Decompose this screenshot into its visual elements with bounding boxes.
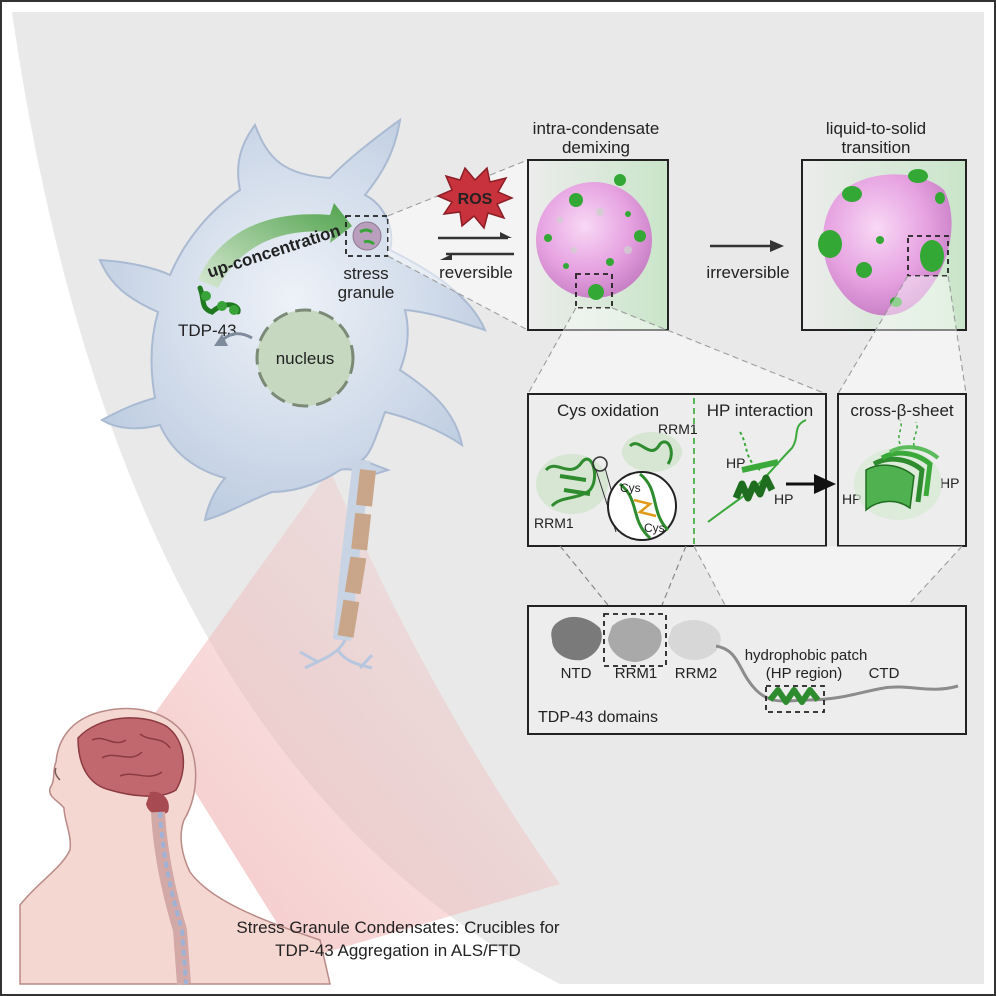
ntd-label: NTD — [561, 665, 592, 682]
domains-title: TDP-43 domains — [538, 709, 658, 726]
transition-title-2: transition — [842, 138, 911, 157]
rrm1-highlight-box — [603, 613, 667, 667]
hp-label-1: HP — [726, 455, 745, 471]
stress-granule-label-1: stress — [343, 264, 388, 283]
caption-line-2: TDP-43 Aggregation in ALS/FTD — [275, 941, 521, 960]
demixing-title-2: demixing — [562, 138, 630, 157]
arrowhead-icon — [440, 254, 452, 260]
hp-label-4: HP — [940, 475, 959, 491]
granule-tdp43-icon — [359, 228, 375, 246]
hp-label-2: HP — [774, 491, 793, 507]
cys-oxidation-title: Cys oxidation — [557, 401, 659, 420]
hp-region-box — [765, 685, 825, 713]
arrowhead-icon — [770, 240, 784, 252]
solid-green-aggregates — [818, 169, 945, 307]
rrm1-label-bottom: RRM1 — [534, 515, 574, 531]
nucleus-label: nucleus — [276, 349, 335, 368]
hydrophobic-patch-label-2: (HP region) — [766, 665, 842, 682]
arrowhead-icon — [500, 232, 512, 238]
hp-helix-structure — [707, 419, 807, 523]
condensate-droplet — [536, 182, 652, 298]
domains-panel — [527, 605, 967, 735]
rrm1-structure-left — [536, 454, 608, 514]
transition-zoom-box — [907, 235, 949, 277]
hp-interaction-title: HP interaction — [707, 401, 813, 420]
granule-zoom-box — [345, 215, 389, 257]
ros-burst — [436, 166, 514, 230]
rrm2-domain-shape — [668, 620, 721, 660]
hydrophobic-patch-label-1: hydrophobic patch — [745, 647, 868, 664]
zoom-lines — [527, 307, 827, 395]
stress-granule-label-2: granule — [338, 283, 395, 302]
demixing-zoom-box — [575, 273, 613, 309]
transition-title-1: liquid-to-solid — [826, 119, 926, 138]
cross-beta-fibril — [854, 419, 942, 520]
rrm2-domain-label: RRM2 — [675, 665, 718, 682]
zoom-cone — [838, 276, 966, 394]
tdp43-protein-icon — [197, 285, 241, 315]
ntd-domain-shape — [551, 616, 602, 661]
rrm1-structure-right — [622, 432, 682, 472]
cross-beta-title: cross-β-sheet — [850, 401, 954, 420]
cys-label-bottom: Cys — [644, 521, 665, 535]
magnification-beam — [150, 470, 560, 960]
up-concentration-arrow — [198, 203, 352, 288]
zoom-lines — [559, 545, 963, 691]
zoom-cone — [528, 308, 826, 394]
arrowhead-icon — [814, 474, 836, 494]
hp-region-helix — [767, 687, 821, 705]
zoom-lines — [837, 275, 967, 395]
gray-particles — [557, 208, 632, 254]
disulfide-bond-icon — [633, 498, 657, 518]
nucleus — [255, 308, 355, 408]
ctd-label: CTD — [869, 665, 900, 682]
ctd-chain — [715, 644, 959, 703]
cys-label-top: Cys — [620, 481, 641, 495]
rrm1-domain-label: RRM1 — [615, 665, 658, 682]
ros-label: ROS — [458, 191, 493, 208]
caption-line-1: Stress Granule Condensates: Crucibles fo… — [236, 918, 559, 937]
stress-granule — [352, 221, 382, 251]
irreversible-label: irreversible — [706, 263, 789, 282]
demixed-green-droplets — [544, 174, 646, 300]
rrm1-label-top: RRM1 — [658, 421, 698, 437]
arrowhead-icon — [214, 334, 228, 346]
disulfide-zoom-marker — [592, 456, 608, 472]
rrm1-domain-shape — [608, 617, 662, 662]
cys-strands — [619, 472, 670, 540]
reversible-label: reversible — [439, 263, 513, 282]
human-head-illustration — [19, 708, 331, 985]
solid-condensate — [822, 174, 952, 316]
demixing-title-1: intra-condensate — [533, 119, 660, 138]
